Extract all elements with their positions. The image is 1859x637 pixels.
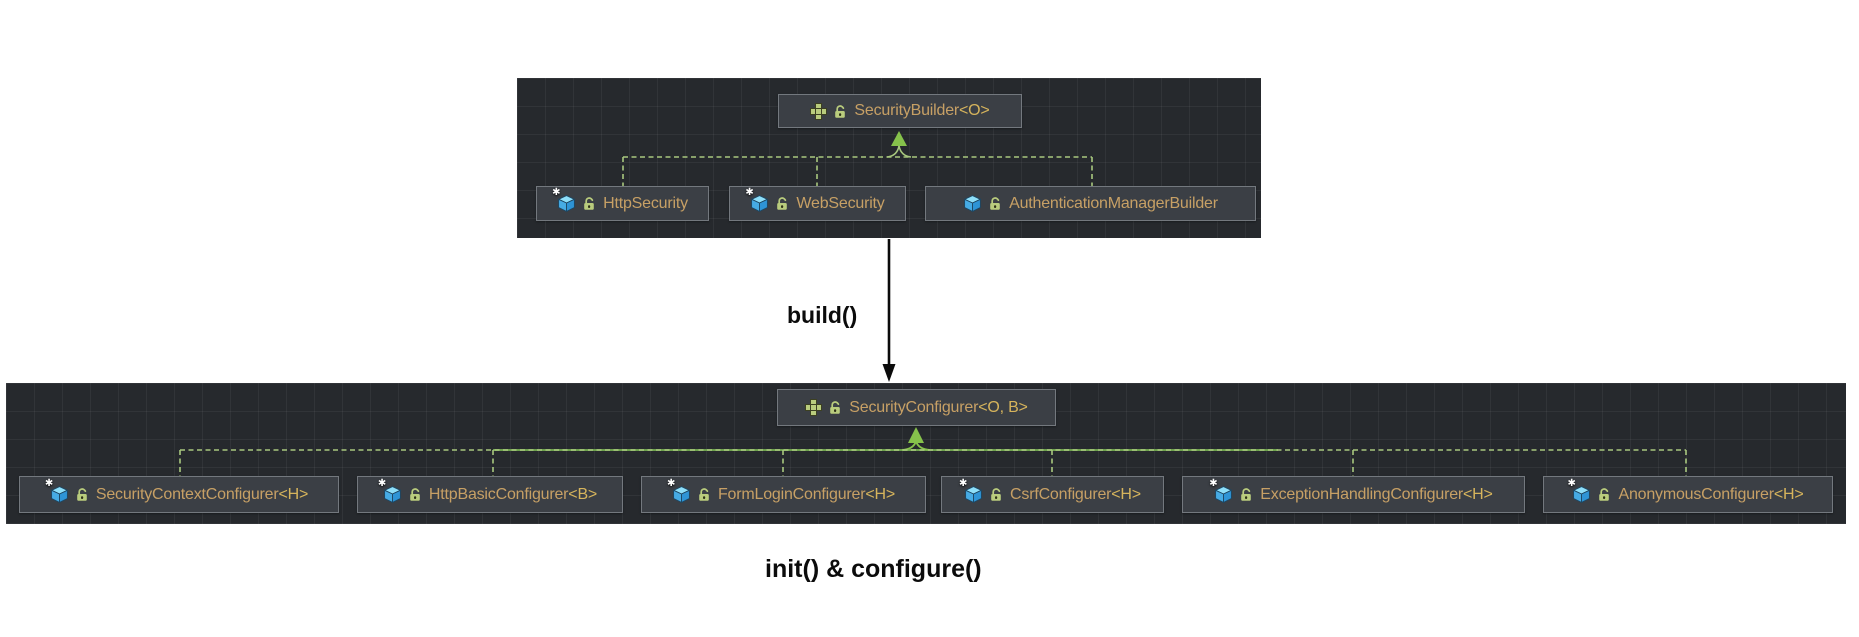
class-name: AuthenticationManagerBuilder — [1009, 194, 1218, 212]
inheritance-arrowhead-icon — [891, 131, 907, 146]
class-name: SecurityConfigurer — [849, 398, 979, 416]
build-label: build() — [787, 302, 858, 328]
class-node-websecurity[interactable]: ✱ WebSecurity — [729, 186, 906, 221]
final-star-icon: ✱ — [666, 478, 676, 489]
class-node-anonymousconfigurer[interactable]: ✱ AnonymousConfigurer <H> — [1543, 476, 1833, 513]
interface-node-securitybuilder[interactable]: SecurityBuilder <O> — [778, 94, 1022, 128]
class-name: SecurityContextConfigurer — [95, 485, 279, 503]
final-star-icon: ✱ — [1209, 478, 1218, 489]
class-node-securitycontextconfigurer[interactable]: ✱ SecurityContextConfigurer <H> — [19, 476, 339, 513]
class-icon: ✱ — [959, 479, 983, 503]
class-icon: ✱ — [1567, 479, 1591, 503]
unlocked-lock-icon — [834, 104, 847, 119]
inheritance-arrowhead-icon — [908, 427, 924, 443]
class-icon: ✱ — [667, 479, 691, 503]
interface-icon — [805, 399, 822, 416]
final-star-icon: ✱ — [959, 478, 968, 489]
unlocked-lock-icon — [76, 487, 89, 502]
unlocked-lock-icon — [698, 487, 711, 502]
generic-params: <B> — [568, 485, 598, 503]
builders-panel: SecurityBuilder <O> ✱ HttpSecurity ✱ — [517, 78, 1261, 238]
class-name: ExceptionHandlingConfigurer — [1260, 485, 1464, 503]
class-node-authenticationmanagerbuilder[interactable]: AuthenticationManagerBuilder — [925, 186, 1256, 221]
unlocked-lock-icon — [583, 196, 596, 211]
unlocked-lock-icon — [989, 196, 1002, 211]
unlocked-lock-icon — [990, 487, 1003, 502]
generic-params: <H> — [1463, 485, 1493, 503]
unlocked-lock-icon — [776, 196, 789, 211]
class-icon: ✱ — [45, 479, 69, 503]
generic-params: <O, B> — [978, 398, 1028, 416]
final-star-icon: ✱ — [377, 478, 387, 489]
class-name: SecurityBuilder — [854, 102, 960, 119]
class-node-httpbasicconfigurer[interactable]: ✱ HttpBasicConfigurer <B> — [357, 476, 623, 513]
generic-params: <H> — [865, 485, 896, 503]
class-name: CsrfConfigurer — [1010, 485, 1112, 503]
class-icon: ✱ — [745, 188, 769, 212]
class-icon — [963, 195, 982, 212]
generic-params: <H> — [1111, 485, 1141, 503]
final-star-icon: ✱ — [1567, 478, 1576, 489]
final-star-icon: ✱ — [44, 478, 54, 489]
generic-params: <H> — [278, 485, 309, 503]
configurers-panel: SecurityConfigurer <O, B> ✱ SecurityCont… — [6, 383, 1846, 524]
unlocked-lock-icon — [1598, 487, 1611, 502]
class-node-formloginconfigurer[interactable]: ✱ FormLoginConfigurer <H> — [641, 476, 926, 513]
final-star-icon: ✱ — [552, 187, 561, 198]
class-name: AnonymousConfigurer — [1618, 485, 1774, 503]
class-name: HttpSecurity — [603, 194, 688, 212]
class-name: WebSecurity — [796, 194, 885, 212]
unlocked-lock-icon — [1240, 487, 1253, 502]
class-icon: ✱ — [552, 188, 576, 212]
interface-icon — [810, 103, 827, 120]
generic-params: <H> — [1773, 485, 1804, 503]
unlocked-lock-icon — [409, 487, 422, 502]
class-name: HttpBasicConfigurer — [428, 485, 569, 503]
generic-params: <O> — [959, 102, 990, 119]
class-node-exceptionhandlingconfigurer[interactable]: ✱ ExceptionHandlingConfigurer <H> — [1182, 476, 1525, 513]
final-star-icon: ✱ — [745, 187, 754, 198]
init-configure-label: init() & configure() — [765, 555, 982, 583]
unlocked-lock-icon — [829, 400, 842, 415]
build-flow-arrow — [882, 239, 896, 382]
class-node-httpsecurity[interactable]: ✱ HttpSecurity — [536, 186, 709, 221]
class-icon: ✱ — [1209, 479, 1233, 503]
class-name: FormLoginConfigurer — [717, 485, 866, 503]
class-icon: ✱ — [378, 479, 402, 503]
flow-arrowhead-icon — [882, 364, 896, 382]
interface-node-securityconfigurer[interactable]: SecurityConfigurer <O, B> — [777, 389, 1056, 426]
class-node-csrfconfigurer[interactable]: ✱ CsrfConfigurer <H> — [941, 476, 1164, 513]
